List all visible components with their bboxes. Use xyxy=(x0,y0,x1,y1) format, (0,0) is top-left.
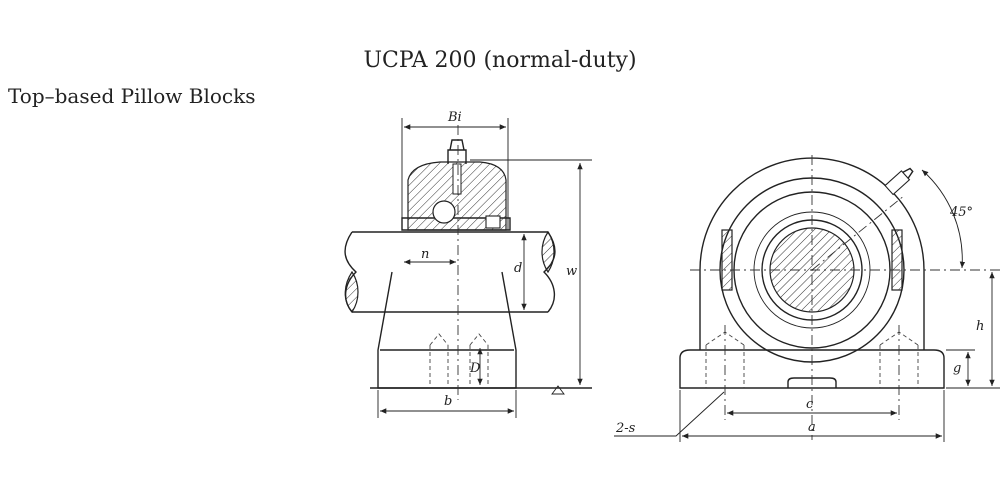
label-angle-45: 45° xyxy=(949,205,973,220)
label-b: b xyxy=(444,394,452,409)
page-subtitle: Top–based Pillow Blocks xyxy=(8,84,256,108)
label-Bi: Bi xyxy=(447,110,462,125)
front-view: 45° h g c a 2-s xyxy=(614,155,1000,442)
label-D: D xyxy=(469,361,481,376)
label-h: h xyxy=(976,319,984,334)
label-c: c xyxy=(806,397,814,412)
page-title: UCPA 200 (normal-duty) xyxy=(363,48,637,73)
label-g: g xyxy=(953,361,961,376)
label-n: n xyxy=(421,247,429,262)
label-a: a xyxy=(808,420,816,435)
label-d: d xyxy=(514,261,522,276)
label-2-s: 2-s xyxy=(615,421,636,436)
label-w: w xyxy=(566,264,577,279)
side-view: Bi n d w D b xyxy=(344,110,592,418)
